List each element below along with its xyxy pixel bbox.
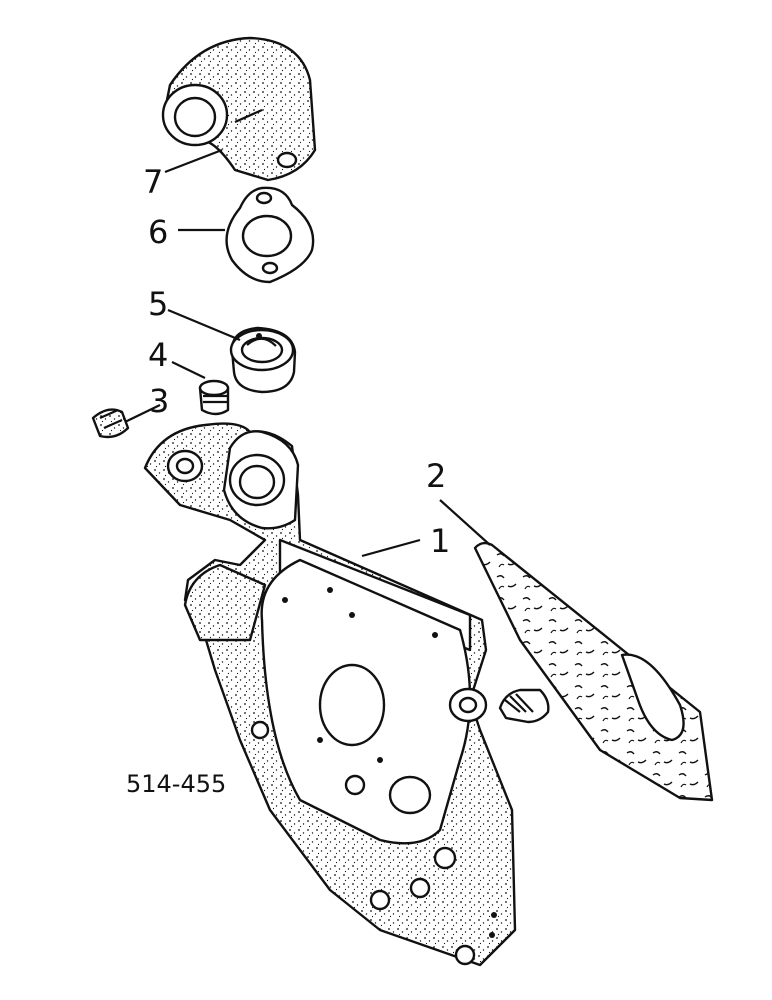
- water-pump-housing: [143, 422, 517, 967]
- callout-1: 1: [430, 522, 450, 560]
- callout-5: 5: [148, 285, 168, 323]
- figure-code: 514-455: [126, 770, 226, 798]
- callout-2: 2: [426, 457, 446, 495]
- callout-3: 3: [149, 382, 169, 420]
- thermostat: [229, 326, 297, 394]
- outlet-gasket: [225, 186, 315, 284]
- callout-4: 4: [148, 336, 168, 374]
- leader-lines: [124, 148, 491, 558]
- callout-7: 7: [143, 163, 163, 201]
- plug-3: [91, 408, 130, 439]
- water-outlet-elbow: [161, 36, 317, 182]
- callout-6: 6: [148, 213, 168, 251]
- plug-4: [198, 379, 230, 416]
- housing-gasket: [473, 541, 714, 802]
- side-plug: [498, 688, 550, 724]
